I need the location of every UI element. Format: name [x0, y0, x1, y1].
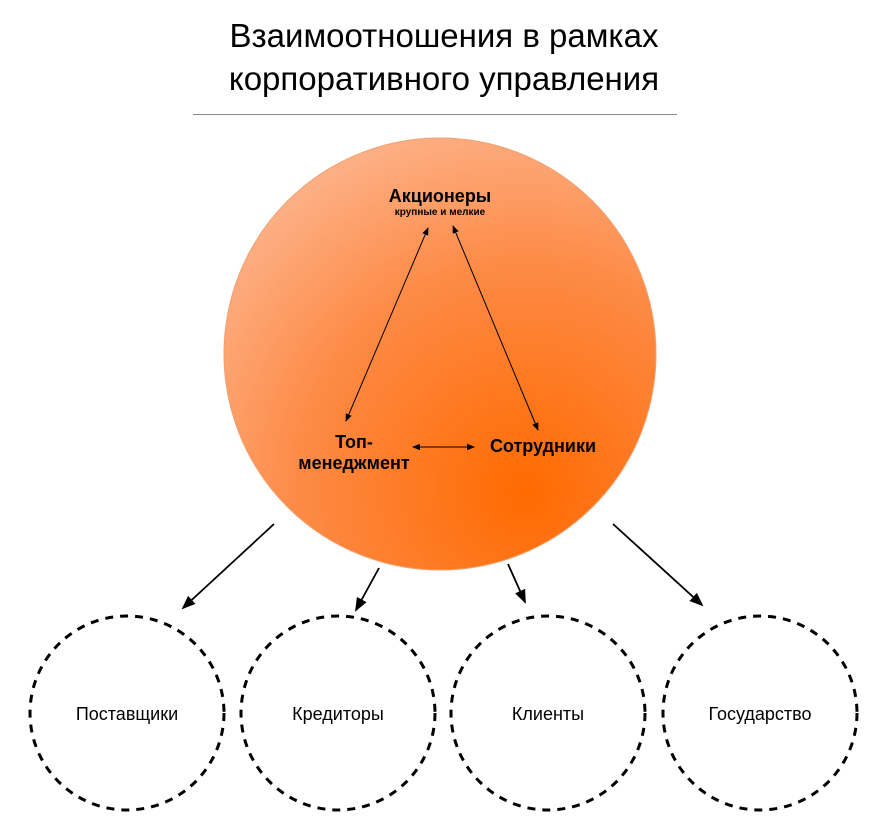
core-circle: [223, 137, 657, 571]
diagram-title: Взаимоотношения в рамках корпоративного …: [0, 14, 888, 100]
stakeholder-label-clients: Клиенты: [511, 704, 585, 724]
employees-label: Сотрудники: [489, 436, 597, 456]
arrow-shareholders-top-management: [345, 227, 429, 422]
title-line-1: Взаимоотношения в рамках: [229, 17, 659, 54]
arrow-to-clients: [507, 563, 526, 604]
shareholders-node: Акционеры крупные и мелкие: [340, 186, 540, 219]
arrow-to-creditors: [355, 567, 380, 612]
arrow-shareholders-employees: [452, 225, 539, 431]
stakeholder-label-state: Государство: [708, 704, 812, 724]
creditors-circle: [239, 614, 437, 812]
top-management-node: Топ- менеджмент: [254, 432, 454, 474]
title-line-2: корпоративного управления: [228, 60, 660, 97]
title-divider: [193, 114, 677, 115]
state-circle: [661, 614, 859, 812]
clients-circle: [449, 614, 647, 812]
arrow-to-state: [612, 523, 704, 607]
suppliers-circle: [28, 614, 226, 812]
stakeholder-label-creditors: Кредиторы: [292, 704, 384, 724]
stakeholder-label-suppliers: Поставщики: [75, 704, 179, 724]
top-management-label-line-1: Топ-: [335, 432, 373, 452]
top-management-label-line-2: менеджмент: [298, 453, 410, 473]
shareholders-sublabel: крупные и мелкие: [394, 207, 486, 218]
shareholders-label: Акционеры: [388, 186, 492, 206]
arrow-to-suppliers: [181, 523, 275, 610]
